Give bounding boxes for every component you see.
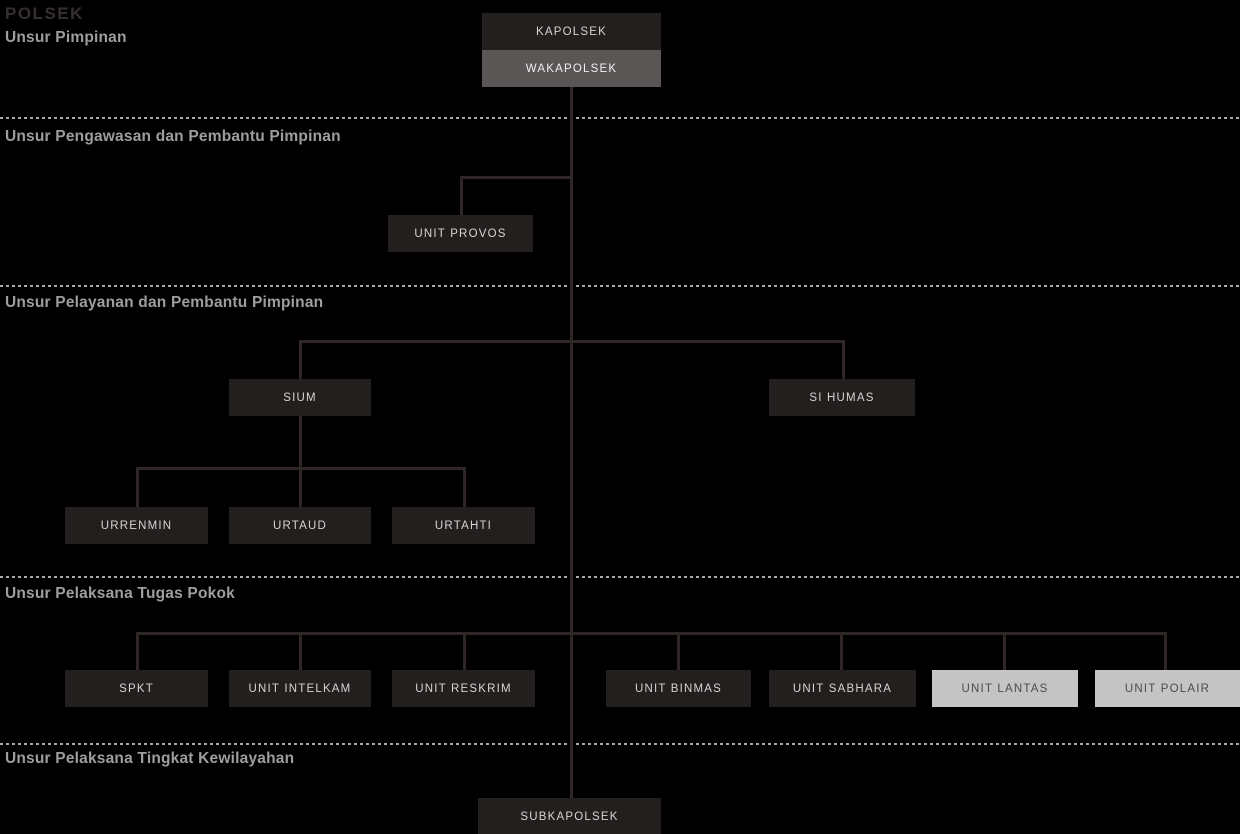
connector-provos-horizontal [460,176,573,179]
node-unit-polair: UNIT POLAIR [1095,670,1240,707]
node-subkapolsek: SUBKAPOLSEK [478,798,661,834]
node-unit-provos: UNIT PROVOS [388,215,533,252]
section-separator-1 [0,117,1240,119]
section-separator-4 [0,743,1240,745]
connector-urrenmin-drop [136,467,139,508]
node-sium: SIUM [229,379,371,416]
connector-trunk-vertical [570,86,573,798]
connector-pelaksana-bus [136,632,1167,635]
connector-polair-drop [1164,632,1167,671]
connector-sihumas-drop [842,340,845,381]
connector-sium-out [299,416,302,470]
section-label-pengawasan: Unsur Pengawasan dan Pembantu Pimpinan [5,128,341,145]
page-title: POLSEK [5,4,84,23]
node-urrenmin: URRENMIN [65,507,208,544]
node-unit-sabhara: UNIT SABHARA [769,670,916,707]
section-label-pelaksana-pokok: Unsur Pelaksana Tugas Pokok [5,585,235,602]
connector-sabhara-drop [840,632,843,671]
node-urtaud: URTAUD [229,507,371,544]
connector-reskrim-drop [463,632,466,671]
connector-intelkam-drop [299,632,302,671]
section-label-pimpinan: Unsur Pimpinan [5,29,127,46]
section-label-kewilayahan: Unsur Pelaksana Tingkat Kewilayahan [5,750,295,767]
node-si-humas: SI HUMAS [769,379,915,416]
node-spkt: SPKT [65,670,208,707]
node-kapolsek: KAPOLSEK [482,13,661,50]
connector-provos-drop [460,176,463,217]
section-separator-3 [0,576,1240,578]
connector-pelayanan-bus [299,340,845,343]
connector-urtaud-drop [299,467,302,508]
connector-urtahti-drop [463,467,466,508]
connector-spkt-drop [136,632,139,671]
connector-lantas-drop [1003,632,1006,671]
section-label-pelayanan: Unsur Pelayanan dan Pembantu Pimpinan [5,294,324,311]
connector-sium-drop [299,340,302,381]
node-unit-intelkam: UNIT INTELKAM [229,670,371,707]
node-unit-binmas: UNIT BINMAS [606,670,751,707]
node-urtahti: URTAHTI [392,507,535,544]
node-unit-reskrim: UNIT RESKRIM [392,670,535,707]
connector-binmas-drop [677,632,680,671]
node-unit-lantas: UNIT LANTAS [932,670,1078,707]
node-wakapolsek: WAKAPOLSEK [482,50,661,87]
section-separator-2 [0,285,1240,287]
